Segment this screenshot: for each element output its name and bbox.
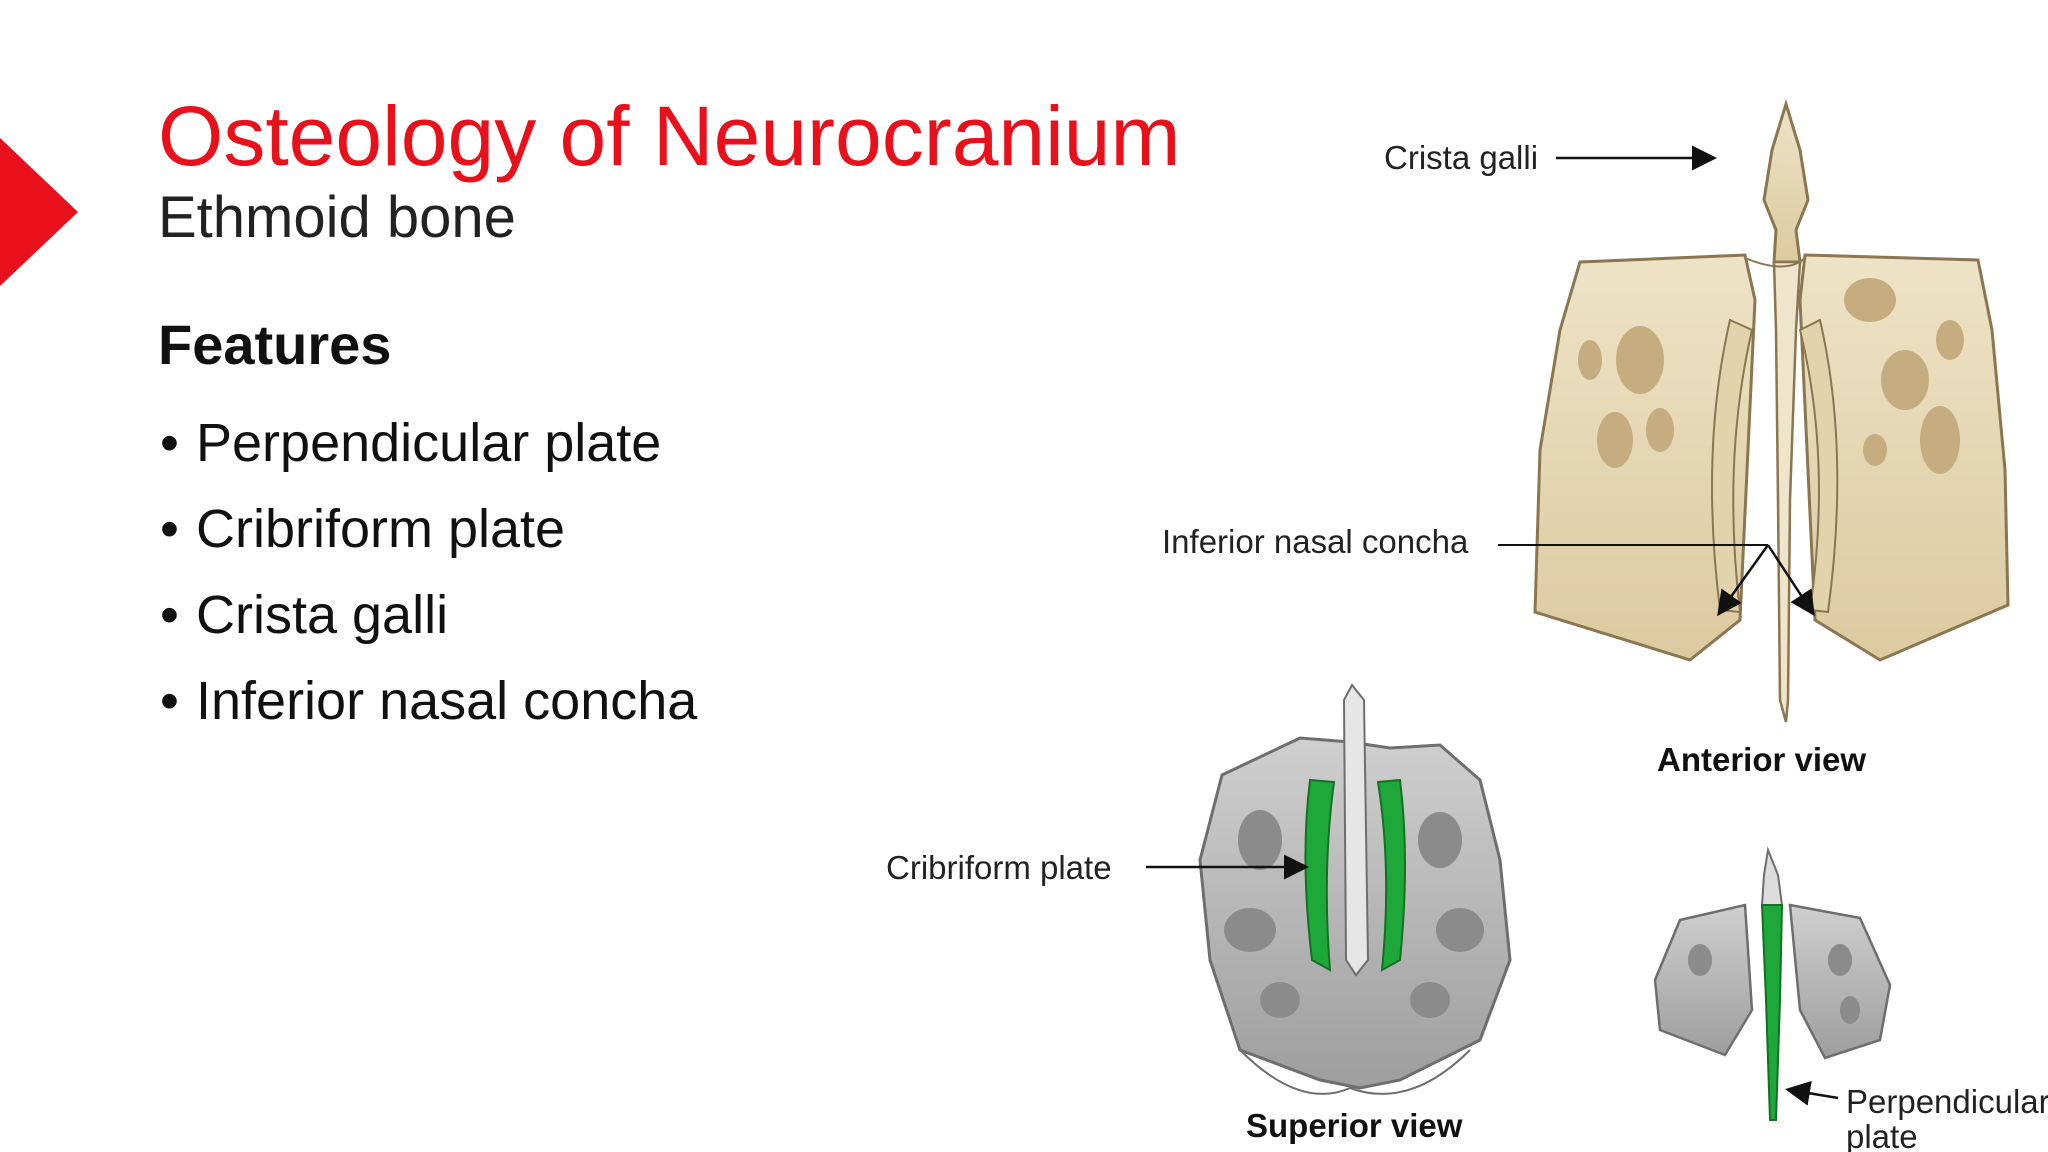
- leader-lines: [1146, 145, 1839, 1106]
- bullet: •: [160, 671, 179, 731]
- label-perpendicular-plate-line2: plate: [1846, 1118, 1918, 1152]
- feature-item: • Cribriform plate: [158, 486, 697, 572]
- small-perpendicular-view-bone: [1653, 846, 1892, 1121]
- label-anterior-view: Anterior view: [1657, 741, 1867, 778]
- feature-label: Cribriform plate: [196, 499, 566, 559]
- label-perpendicular-plate-line1: Perpendicular: [1846, 1083, 2048, 1120]
- label-cribriform-plate: Cribriform plate: [886, 849, 1112, 886]
- anterior-view-bone: [1533, 98, 2010, 723]
- bullet: •: [160, 413, 179, 473]
- feature-label: Perpendicular plate: [196, 413, 662, 473]
- bullet: •: [160, 585, 179, 645]
- feature-list: • Perpendicular plate • Cribriform plate…: [158, 400, 697, 744]
- bullet: •: [160, 499, 179, 559]
- label-superior-view: Superior view: [1246, 1107, 1463, 1144]
- slide-subtitle: Ethmoid bone: [158, 185, 516, 250]
- feature-item: • Perpendicular plate: [158, 400, 697, 486]
- feature-label: Crista galli: [196, 585, 449, 645]
- slide-title: Osteology of Neurocranium: [158, 89, 1181, 183]
- superior-view-bone: [1198, 683, 1512, 1095]
- label-inferior-nasal-concha: Inferior nasal concha: [1162, 523, 1469, 560]
- feature-item: • Inferior nasal concha: [158, 658, 697, 744]
- features-heading: Features: [158, 313, 392, 376]
- label-crista-galli: Crista galli: [1384, 139, 1539, 176]
- feature-item: • Crista galli: [158, 572, 697, 658]
- accent-triangle: [0, 138, 78, 286]
- feature-label: Inferior nasal concha: [196, 671, 698, 731]
